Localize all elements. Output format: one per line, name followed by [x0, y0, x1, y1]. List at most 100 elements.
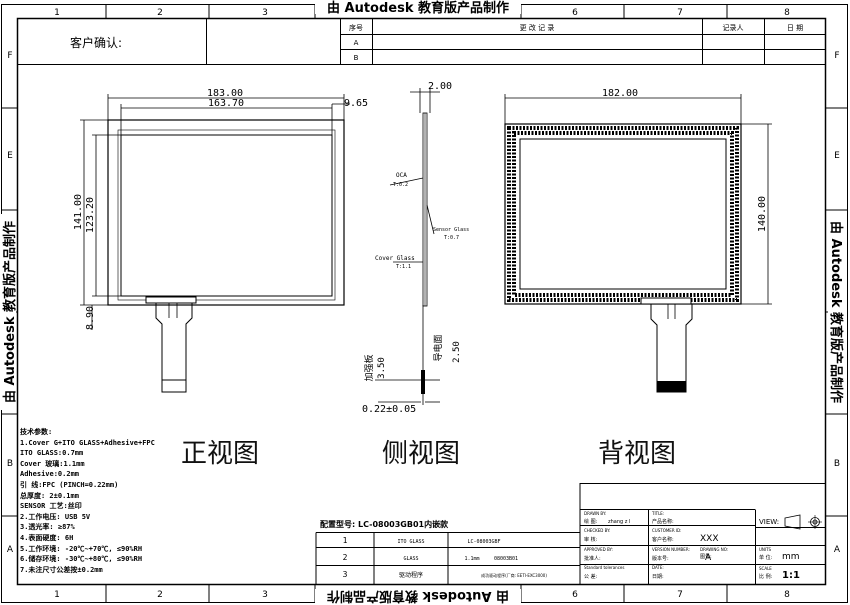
bom-row-2-qty: 08003B01 — [494, 556, 518, 562]
zone-row-a-right: A — [834, 545, 841, 555]
bom-title: 配置型号: LC-08003GB01内嵌款 — [320, 519, 449, 529]
side-conductive-label: 导电面 — [432, 334, 444, 361]
rev-row-b: B — [354, 54, 359, 62]
zone-col-3-bottom: 3 — [262, 590, 268, 600]
side-dimensions — [375, 88, 440, 403]
front-right-gap: 9.65 — [344, 98, 368, 109]
note-line: 总厚度: 2±0.1mm — [20, 491, 79, 500]
back-fpc-bond — [640, 297, 692, 305]
side-conductive-value: 2.50 — [452, 341, 462, 363]
zone-col-2: 2 — [157, 8, 163, 18]
watermark-bottom: 由 Autodesk 教育版产品制作 — [327, 588, 509, 604]
zone-row-b: B — [7, 459, 13, 469]
back-trace-border — [507, 126, 739, 302]
units-cn: 单 位: — [759, 554, 773, 561]
version-cn: 版本号: — [652, 555, 669, 562]
drawing-no-cn: 图号: — [700, 554, 712, 560]
watermark-top: 由 Autodesk 教育版产品制作 — [327, 0, 509, 16]
bom-row-2-no: 2 — [343, 553, 348, 562]
back-width: 182.00 — [602, 88, 638, 99]
side-sensor-thickness: T:0.7 — [444, 235, 459, 241]
front-fpc-bond — [145, 296, 197, 304]
zone-col-6-bottom: 6 — [572, 590, 578, 600]
watermark-left-bg — [1, 214, 16, 410]
title-label: TITLE: — [651, 511, 664, 516]
note-line: 1.Cover G+ITO GLASS+Adhesive+FPC — [20, 438, 155, 447]
approved-by-cn: 批准人: — [584, 555, 601, 562]
bom-table: 配置型号: LC-08003GB01内嵌款 1 ITO GLASS LC-080… — [315, 483, 581, 585]
bom-row-1-spec: LC-08003GBF — [467, 539, 500, 545]
header-box — [17, 18, 826, 65]
customer-cn: 客户名称: — [652, 536, 674, 543]
date-label: DATE: — [652, 565, 664, 570]
side-view-title: 侧视图 — [382, 439, 460, 469]
zone-row-e: E — [7, 151, 13, 161]
note-line: 2.工作电压: USB 5V — [20, 512, 91, 521]
side-stiffener — [421, 370, 425, 394]
rev-recorder-header: 记录人 — [723, 24, 744, 32]
bom-row-3-spec: 成功驱动程序(厂商: EETI-EXC3000) — [481, 572, 547, 578]
zone-col-8-bottom: 8 — [784, 590, 790, 600]
drawn-by-name: zhang z l — [608, 519, 630, 525]
title-block: DRAWN BY: 绘 图: zhang z l CHECKED BY: 审 核… — [580, 483, 826, 585]
rev-seq-header: 序号 — [349, 23, 363, 32]
version-value: A — [705, 553, 712, 563]
drawn-by-label: DRAWN BY: — [584, 511, 606, 516]
scale-cn: 比 例: — [759, 573, 773, 580]
tolerance-label: Standard tolerances — [584, 565, 624, 570]
side-stiffener-value: 3.50 — [377, 357, 387, 379]
view-label: VIEW: — [759, 518, 779, 526]
note-line: 7.未注尺寸公差按±0.2mm — [20, 565, 103, 574]
note-line: 6.储存环境: -30℃~+80℃, ≤90%RH — [20, 555, 143, 564]
note-line: 4.表面硬度: 6H — [20, 533, 74, 542]
zone-row-b-right: B — [834, 459, 840, 469]
front-dimensions — [80, 94, 350, 330]
back-height: 140.00 — [757, 196, 768, 232]
watermark-right-bg — [828, 214, 847, 410]
side-cover-thickness: T:1.1 — [396, 264, 411, 270]
zone-col-6: 6 — [572, 8, 578, 18]
technical-notes: 技术参数: 1.Cover G+ITO GLASS+Adhesive+FPC I… — [20, 427, 270, 575]
bom-row-2-part: GLASS — [403, 556, 418, 562]
note-line: ITO GLASS:0.7mm — [20, 449, 84, 458]
zone-row-f-right: F — [834, 51, 839, 61]
watermark-bottom-bg — [315, 589, 521, 603]
front-view-title: 正视图 — [181, 439, 259, 469]
note-line: SENSOR 工艺:丝印 — [20, 502, 82, 511]
title-cn: 产品名称: — [652, 518, 674, 525]
side-view: 2.00 OCA T:0.2 Sensor Glass T:0.7 Cover … — [362, 81, 469, 415]
side-fpc-thickness: 0.22±0.05 — [362, 404, 416, 415]
customer-value: XXX — [700, 534, 719, 544]
front-active-area — [117, 129, 336, 301]
back-outer-glass — [504, 123, 742, 305]
zone-col-1: 1 — [54, 8, 60, 18]
note-line: 3.透光率: ≥87% — [20, 523, 75, 532]
zone-col-7: 7 — [677, 8, 683, 18]
zone-col-7-bottom: 7 — [677, 590, 683, 600]
rev-record-header: 更 改 记 录 — [520, 23, 555, 32]
watermark-top-bg — [315, 0, 521, 14]
side-top-thickness: 2.00 — [428, 81, 452, 92]
front-view-area — [120, 134, 333, 297]
sheet-inner-border — [16, 17, 827, 586]
side-cover-label: Cover Glass — [375, 255, 415, 262]
bom-row-3-part: 驱动程序 — [399, 571, 423, 579]
scale-label: SCALE — [759, 566, 772, 571]
side-sensor-label: Sensor Glass — [433, 227, 469, 233]
front-height-outer: 141.00 — [73, 194, 84, 230]
back-trace-border-inner — [512, 131, 734, 297]
checked-by-label: CHECKED BY: — [584, 528, 610, 533]
back-view-area — [519, 138, 727, 290]
front-view: 183.00 163.70 9.65 141.00 123.20 8.90 — [73, 88, 368, 393]
front-width-inner: 163.70 — [208, 98, 244, 109]
note-line: Adhesive:0.2mm — [20, 470, 80, 479]
zone-col-2-bottom: 2 — [157, 590, 163, 600]
side-stiffener-label: 加强板 — [363, 354, 375, 381]
front-height-inner: 123.20 — [85, 197, 96, 233]
drawn-by-cn: 绘 图: — [584, 518, 598, 525]
zone-row-a: A — [7, 545, 14, 555]
note-line: 5.工作环境: -20℃~+70℃, ≤90%RH — [20, 544, 143, 553]
side-oca-label: OCA — [396, 172, 407, 179]
drawing-no-label: DRAWING NO: — [700, 547, 728, 552]
zone-col-3: 3 — [262, 8, 268, 18]
